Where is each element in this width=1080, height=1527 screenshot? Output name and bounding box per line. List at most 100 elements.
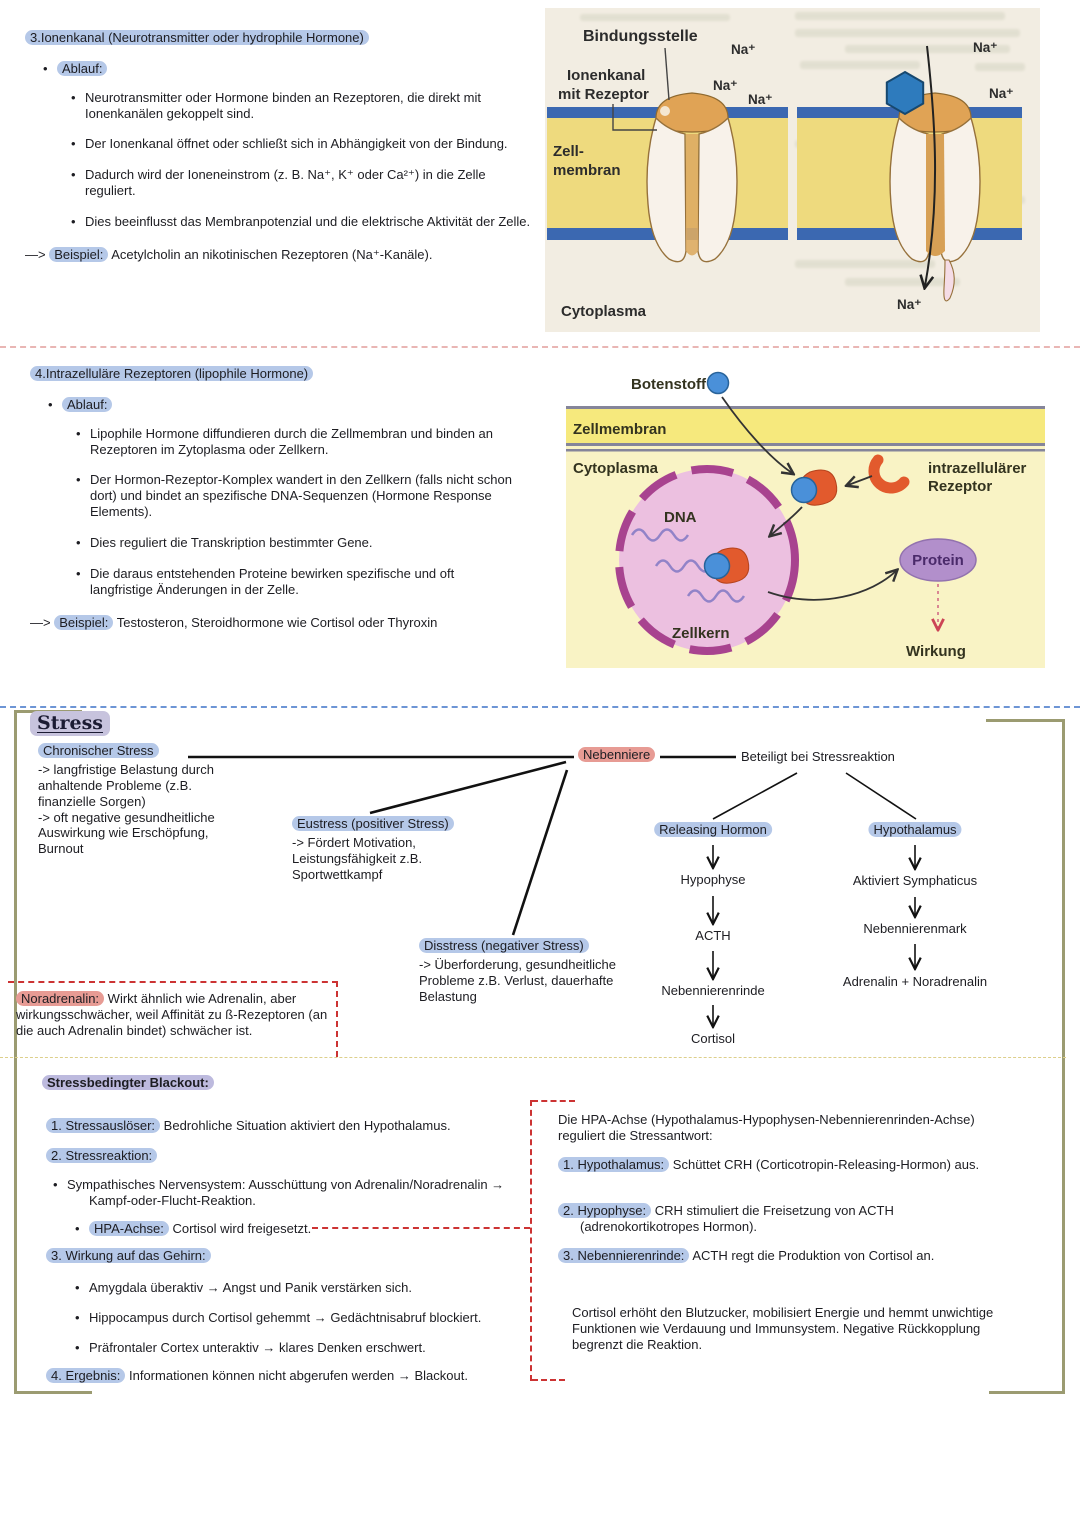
section3-heading-highlight: 3.Ionenkanal (Neurotransmitter oder hydr… xyxy=(25,30,369,45)
na-ion-label: Na⁺ xyxy=(713,78,737,93)
na-flow-arrow xyxy=(925,45,937,286)
figure2-label-cytoplasma: Cytoplasma xyxy=(573,460,659,477)
na-ion-label: Na⁺ xyxy=(748,92,772,107)
eustress-text: -> Fördert Motivation, Leistungsfähigkei… xyxy=(292,835,423,882)
chain-acth: ACTH xyxy=(695,928,731,943)
chain-nebennierenmark: Nebennierenmark xyxy=(863,921,967,936)
section4-beispiel: —> Beispiel: Testosteron, Steroidhormone… xyxy=(30,614,550,631)
blackout-bullet-sympathisch: Sympathisches Nervensystem: Ausschüttung… xyxy=(67,1177,539,1209)
free-receptor xyxy=(868,454,910,494)
list-item: Lipophile Hormone diffundieren durch die… xyxy=(76,426,542,458)
bracket-left-bottom xyxy=(14,1391,92,1394)
nebenniere-node: Nebenniere xyxy=(578,747,656,763)
chain-hypothalamus: Hypothalamus xyxy=(868,822,962,838)
figure2-label-dna: DNA xyxy=(664,509,697,526)
hpa-item-2: 2. Hypophyse: CRH stimuliert die Freiset… xyxy=(558,1203,1000,1235)
list-item: Der Ionenkanal öffnet oder schließt sich… xyxy=(71,136,537,152)
na-ion-label: Na⁺ xyxy=(973,40,997,55)
list-item: Dies reguliert die Transkription bestimm… xyxy=(76,535,542,551)
chain-cortisol: Cortisol xyxy=(690,1031,736,1046)
figure-ionenkanal: Bindungsstelle Ionenkanal mit Rezeptor Z… xyxy=(545,8,1040,332)
section-intrazellulaere-rezeptoren: 4.Intrazelluläre Rezeptoren (lipophile H… xyxy=(30,366,550,630)
stress-title: Stress xyxy=(30,711,110,737)
figure2-label-zellkern: Zellkern xyxy=(672,625,730,642)
disstress-text: -> Überforderung, gesundheitliche Proble… xyxy=(419,957,616,1004)
hpa-footer: Cortisol erhöht den Blutzucker, mobilisi… xyxy=(572,1305,994,1352)
hormone-receptor-complex-nucleus xyxy=(703,547,750,584)
figure2-label-botenstoff: Botenstoff xyxy=(631,376,707,393)
ion-channel-open xyxy=(885,45,981,302)
botenstoff-molecule xyxy=(706,371,730,395)
list-item: Neurotransmitter oder Hormone binden an … xyxy=(71,90,537,122)
bracket-right xyxy=(1062,719,1065,1394)
figure1-label-mit-rezeptor: mit Rezeptor xyxy=(558,86,649,103)
figure-intrazellulaerer-rezeptor: Botenstoff Zellmembran Cytoplasma DNA Ze… xyxy=(566,371,1045,668)
arrow-prefix: —> xyxy=(30,614,51,630)
section4-bullet-list: Lipophile Hormone diffundieren durch die… xyxy=(30,426,550,598)
figure1-label-membran: membran xyxy=(553,162,621,179)
eustress-label: Eustress (positiver Stress) xyxy=(292,816,454,832)
blackout-bullet-hpa: HPA-Achse: Cortisol wird freigesetzt. xyxy=(75,1221,311,1237)
hpa-box-border xyxy=(530,1100,575,1381)
disstress-label: Disstress (negativer Stress) xyxy=(419,938,589,954)
section4-heading: 4.Intrazelluläre Rezeptoren (lipophile H… xyxy=(30,366,550,382)
hpa-intro: Die HPA-Achse (Hypothalamus-Hypophysen-N… xyxy=(558,1112,975,1143)
rezeptor-pointer xyxy=(612,104,657,131)
protein-ellipse xyxy=(899,538,977,582)
hormone-receptor-complex-cytoplasm xyxy=(790,469,838,506)
hpa-connector-line xyxy=(312,1227,530,1229)
list-item: Der Hormon-Rezeptor-Komplex wandert in d… xyxy=(76,472,525,520)
blackout-item-4: 4. Ergebnis: Informationen können nicht … xyxy=(46,1368,468,1384)
chronischer-stress-label: Chronischer Stress xyxy=(38,743,159,759)
section3-heading: 3.Ionenkanal (Neurotransmitter oder hydr… xyxy=(25,30,545,46)
list-item: Dadurch wird der Ioneneinstrom (z. B. Na… xyxy=(71,167,537,199)
figure2-label-zellmembran: Zellmembran xyxy=(573,421,666,438)
chain-releasing-hormon: Releasing Hormon xyxy=(654,822,772,838)
na-ion-label: Na⁺ xyxy=(731,42,755,57)
blackout-heading: Stressbedingter Blackout: xyxy=(42,1075,214,1091)
beispiel-label: Beispiel: xyxy=(49,246,109,262)
blackout-item-2: 2. Stressreaktion: xyxy=(46,1148,158,1164)
list-item: Die daraus entstehenden Proteine bewirke… xyxy=(76,566,510,598)
list-item: Dies beeinflusst das Membranpotenzial un… xyxy=(71,214,537,230)
figure2-label-rezeptor: Rezeptor xyxy=(928,478,992,495)
stress-section: Stress Chronischer Stress -> langfristig… xyxy=(0,700,1080,1527)
chain-adrenalin-noradrenalin: Adrenalin + Noradrenalin xyxy=(842,974,988,989)
figure1-label-cytoplasma: Cytoplasma xyxy=(561,303,647,320)
arrow-prefix: —> xyxy=(25,246,46,262)
section-separator xyxy=(0,1057,1066,1058)
beispiel-text: Testosteron, Steroidhormone wie Cortisol… xyxy=(116,614,438,630)
figure2-label-intrazellulaerer: intrazellulärer xyxy=(928,460,1027,477)
beispiel-text: Acetylcholin an nikotinischen Rezeptoren… xyxy=(111,246,433,262)
section4-ablauf: Ablauf: xyxy=(48,396,550,413)
chain-aktiviert-symphaticus: Aktiviert Symphaticus xyxy=(852,873,978,888)
bracket-right-bottom xyxy=(989,1391,1062,1394)
hpa-item-3: 3. Nebennierenrinde: ACTH regt die Produ… xyxy=(558,1248,1030,1264)
bracket-right-top xyxy=(986,719,1062,722)
beispiel-label: Beispiel: xyxy=(54,614,114,630)
na-ion-label: Na⁺ xyxy=(989,86,1013,101)
figure1-label-zell: Zell- xyxy=(553,143,584,160)
bracket-left xyxy=(14,710,17,1394)
figure1-label-ionenkanal: Ionenkanal xyxy=(567,67,645,84)
section3-bullet-list: Neurotransmitter oder Hormone binden an … xyxy=(25,90,545,230)
chain-nebennierenrinde: Nebennierenrinde xyxy=(661,983,765,998)
bindungsstelle-pointer xyxy=(664,47,670,101)
ligand-hexagon xyxy=(885,70,925,116)
section4-heading-highlight: 4.Intrazelluläre Rezeptoren (lipophile H… xyxy=(30,366,314,381)
section-separator xyxy=(0,706,1080,708)
blackout-item-1: 1. Stressauslöser: Bedrohliche Situation… xyxy=(46,1118,451,1134)
zellmembran-band xyxy=(566,406,1045,452)
noradrenalin-label: Noradrenalin: xyxy=(16,991,105,1006)
figure1-label-bindungsstelle: Bindungsstelle xyxy=(583,28,698,45)
blackout-bullet-amygdala: Amygdala überaktiv → Angst und Panik ver… xyxy=(75,1280,412,1296)
blackout-bullet-cortex: Präfrontaler Cortex unteraktiv → klares … xyxy=(75,1340,426,1356)
blackout-item-3: 3. Wirkung auf das Gehirn: xyxy=(46,1248,211,1264)
chain-hypophyse: Hypophyse xyxy=(680,872,746,887)
figure2-label-protein: Protein xyxy=(912,552,964,569)
ion-channel-closed xyxy=(646,92,738,263)
section3-ablauf: Ablauf: xyxy=(43,60,545,77)
section-ionenkanal: 3.Ionenkanal (Neurotransmitter oder hydr… xyxy=(25,30,545,263)
noradrenalin-note-box: Noradrenalin: Wirkt ähnlich wie Adrenali… xyxy=(8,981,338,1057)
na-ion-label: Na⁺ xyxy=(897,297,921,312)
